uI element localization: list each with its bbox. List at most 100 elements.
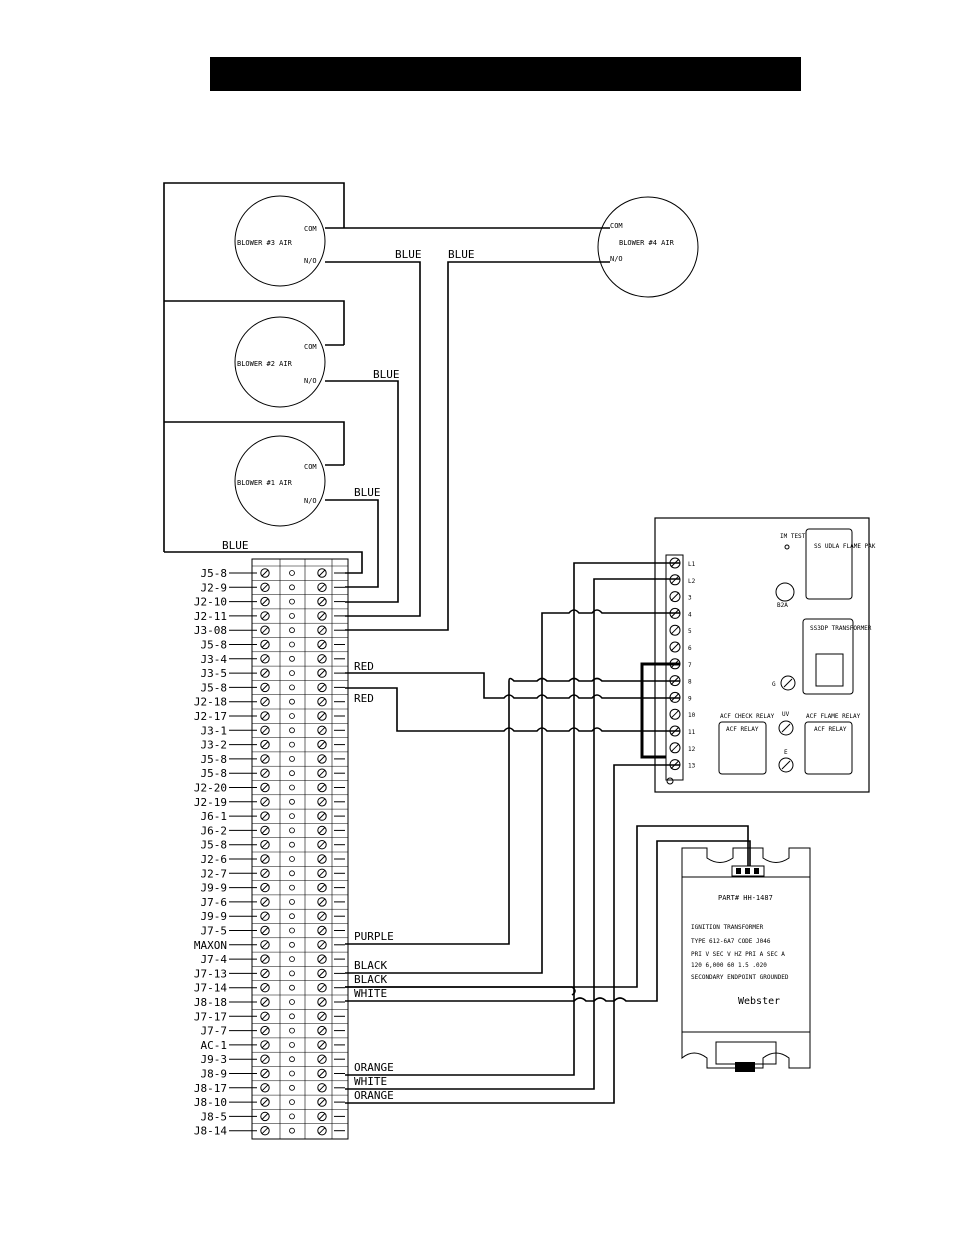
terminal-label: J8-18 bbox=[194, 996, 227, 1009]
terminal-row: J2-20 bbox=[194, 780, 348, 795]
flame-pak-terminal-label: 10 bbox=[688, 712, 696, 719]
terminal-label: J5-8 bbox=[201, 639, 228, 652]
terminal-row: J8-5 bbox=[201, 1109, 348, 1123]
terminal-screw-icon bbox=[260, 925, 270, 936]
flame-pak-uv: UV bbox=[782, 711, 790, 718]
terminal-screw-icon bbox=[317, 868, 327, 878]
terminal-screw-icon bbox=[260, 954, 270, 964]
terminal-label: J5-8 bbox=[201, 567, 228, 580]
terminal-row: J7-4 bbox=[201, 951, 348, 966]
wire-label-orange-2: ORANGE bbox=[354, 1089, 394, 1102]
terminal-row: MAXON bbox=[194, 937, 348, 952]
flame-pak-terminal-label: 8 bbox=[688, 679, 692, 686]
terminal-screw-icon bbox=[260, 654, 270, 664]
terminal-screw-icon bbox=[260, 668, 270, 678]
ignition-transformer: PART# HH-1487 IGNITION TRANSFORMER TYPE … bbox=[681, 847, 811, 1072]
terminal-screw-icon bbox=[260, 1068, 270, 1079]
terminal-row: J8-14 bbox=[194, 1123, 348, 1138]
terminal-screw-icon bbox=[317, 897, 327, 907]
blower-wiring bbox=[163, 182, 610, 631]
terminal-row: J7-13 bbox=[194, 966, 348, 980]
terminal-screw-icon bbox=[317, 668, 327, 678]
blower-2: COM BLOWER #2 AIR N/O bbox=[234, 316, 326, 408]
terminal-row: J7-5 bbox=[201, 923, 348, 938]
terminal-label: J7-6 bbox=[201, 896, 228, 909]
terminal-label: J2-11 bbox=[194, 610, 227, 623]
terminal-screw-icon bbox=[260, 568, 270, 578]
title-bar bbox=[210, 57, 801, 91]
terminal-screw-icon bbox=[317, 754, 327, 764]
terminal-screw-icon bbox=[317, 611, 327, 621]
terminal-row: J9-3 bbox=[201, 1051, 348, 1066]
terminal-screw-icon bbox=[260, 768, 270, 778]
ignition-line4: 120 6,000 60 1.5 .020 bbox=[691, 962, 767, 969]
terminal-row: J5-8 bbox=[201, 765, 348, 780]
wire-label-blue-2: BLUE bbox=[373, 368, 400, 381]
terminal-label: J9-9 bbox=[201, 910, 228, 923]
terminal-row: J3-4 bbox=[201, 651, 348, 666]
terminal-label: J5-8 bbox=[201, 839, 228, 852]
terminal-label: J5-8 bbox=[201, 767, 228, 780]
ignition-line5: SECONDARY ENDPOINT GROUNDED bbox=[691, 974, 789, 981]
terminal-label: J8-14 bbox=[194, 1125, 227, 1138]
terminal-label: J7-17 bbox=[194, 1010, 227, 1023]
flame-pak-check-relay: ACF RELAY bbox=[726, 726, 759, 733]
terminal-screw-icon bbox=[317, 997, 327, 1007]
terminal-row: J2-6 bbox=[201, 851, 348, 866]
terminal-screw-icon bbox=[317, 568, 327, 578]
terminal-label: J2-18 bbox=[194, 696, 227, 709]
terminal-screw-icon bbox=[317, 654, 327, 664]
flame-pak-flame-relay-title: ACF FLAME RELAY bbox=[806, 713, 861, 720]
terminal-screw-icon bbox=[260, 1054, 270, 1064]
wire-label-white-1: WHITE bbox=[354, 987, 387, 1000]
terminal-screw-icon bbox=[260, 940, 270, 950]
terminal-label: J8-10 bbox=[194, 1096, 227, 1109]
terminal-row: J5-8 bbox=[201, 680, 348, 694]
flame-pak-ss-label: SS UDLA FLAME PAK bbox=[814, 543, 876, 550]
terminal-row: J5-8 bbox=[201, 565, 348, 580]
flame-pak-terminal-label: 9 bbox=[688, 695, 692, 702]
terminal-screw-icon bbox=[260, 983, 270, 993]
terminal-label: J8-17 bbox=[194, 1082, 227, 1095]
wire-label-black-2: BLACK bbox=[354, 973, 387, 986]
wire-label-blue-bottom: BLUE bbox=[222, 539, 249, 552]
ignition-line1: IGNITION TRANSFORMER bbox=[691, 924, 764, 931]
blower-1-com: COM bbox=[304, 463, 317, 471]
terminal-screw-icon bbox=[317, 854, 327, 864]
wire-label-purple: PURPLE bbox=[354, 930, 394, 943]
terminal-screw-icon bbox=[317, 768, 327, 778]
terminal-label: J2-19 bbox=[194, 796, 227, 809]
blower-1-no: N/O bbox=[304, 497, 317, 505]
terminal-screw-icon bbox=[317, 840, 327, 850]
terminal-screw-icon bbox=[317, 711, 327, 721]
terminal-label: J3-4 bbox=[201, 653, 228, 666]
terminal-screw-icon bbox=[317, 954, 327, 964]
terminal-screw-icon bbox=[260, 1111, 270, 1122]
terminal-screw-icon bbox=[317, 1011, 327, 1021]
terminal-row: J3-08 bbox=[194, 622, 348, 637]
terminal-label: J7-13 bbox=[194, 967, 227, 980]
flame-pak-terminal: 3 bbox=[669, 591, 692, 603]
flame-pak-terminal-label: L2 bbox=[688, 578, 696, 585]
terminal-row: J2-17 bbox=[194, 708, 348, 723]
terminal-screw-icon bbox=[317, 811, 327, 821]
flame-pak-terminal-label: L1 bbox=[688, 561, 696, 568]
terminal-screw-icon bbox=[317, 968, 327, 979]
flame-pak-terminal-label: 6 bbox=[688, 645, 692, 652]
terminal-row: J6-2 bbox=[201, 823, 348, 837]
terminal-label: J9-3 bbox=[201, 1053, 228, 1066]
terminal-row: J9-9 bbox=[201, 880, 348, 895]
wire-label-orange-1: ORANGE bbox=[354, 1061, 394, 1074]
blower-1-label: BLOWER #1 AIR bbox=[237, 479, 293, 487]
wire-label-blue-3: BLUE bbox=[395, 248, 422, 261]
terminal-row: J3-5 bbox=[201, 665, 348, 680]
wire-label-blue-4: BLUE bbox=[448, 248, 475, 261]
terminal-screw-icon bbox=[317, 1097, 327, 1107]
terminal-screw-icon bbox=[260, 625, 270, 635]
flame-pak-terminal-label: 4 bbox=[688, 611, 692, 618]
blower-2-no: N/O bbox=[304, 377, 317, 385]
flame-pak-e: E bbox=[784, 749, 788, 756]
terminal-label: J6-2 bbox=[201, 824, 228, 837]
